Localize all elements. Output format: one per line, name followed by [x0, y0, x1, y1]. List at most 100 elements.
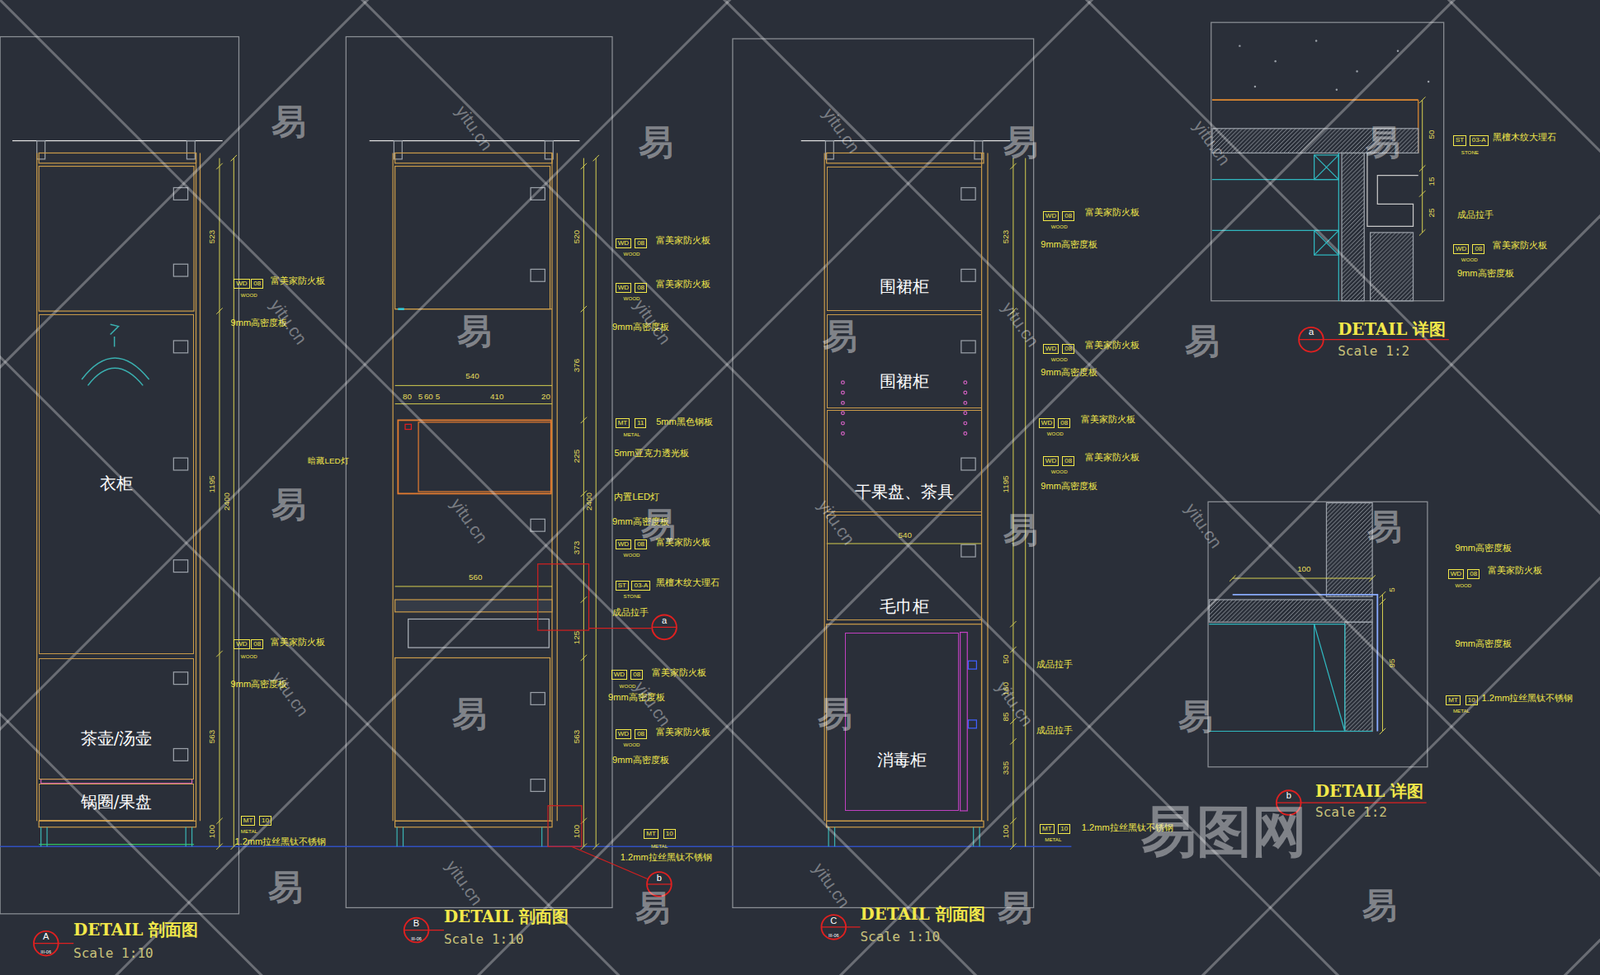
compartment-label: 锅圈/果盘	[80, 793, 153, 812]
spec-tag: WD	[1448, 569, 1464, 580]
compartment-label: 毛巾柜	[879, 598, 930, 617]
spec-tag: MT	[240, 816, 256, 826]
watermark: 易	[1362, 888, 1398, 924]
dimension: 225	[572, 449, 581, 463]
spec-tag: ST	[1453, 135, 1467, 146]
sheet-number: III-06	[410, 937, 422, 943]
spec-tag: WD	[1038, 418, 1055, 429]
watermark: yitu.cn	[631, 678, 675, 730]
material-code: WOOD	[240, 292, 258, 298]
material-note: 黑檀木纹大理石	[1492, 132, 1557, 142]
watermark: 易	[1003, 513, 1039, 548]
dimension: 1195	[207, 476, 217, 494]
cabinet-a	[12, 141, 237, 850]
spec-tag: 08	[1061, 456, 1075, 467]
watermark: 易	[822, 319, 858, 354]
spec-tag: 11	[634, 418, 647, 429]
material-note: 成品拉手	[1036, 660, 1073, 670]
dimension: 80	[402, 392, 412, 402]
watermark: 易	[817, 697, 853, 732]
cabinet-compartment: 衣柜	[38, 314, 194, 655]
dimension: 100	[207, 825, 217, 839]
light-note: 暗藏LED灯	[307, 457, 349, 466]
material-note: 富美家防火板	[270, 637, 326, 647]
material-note: 富美家防火板	[1487, 566, 1543, 576]
material-code: WOOD	[1051, 224, 1068, 230]
dimension: 540	[465, 372, 479, 381]
spec-tag: WD	[1453, 244, 1469, 255]
cabinet-compartment: 锅圈/果盘	[38, 783, 194, 822]
callout-letter: C	[830, 916, 837, 926]
detail-title: DETAIL 详图	[1315, 783, 1424, 801]
watermark: yitu.cn	[1190, 117, 1234, 169]
watermark: yitu.cn	[453, 102, 496, 154]
spec-tag: 10	[1057, 824, 1071, 835]
dimension: 523	[1001, 230, 1011, 244]
material-note: 富美家防火板	[1085, 207, 1140, 218]
material-note: 富美家防火板	[656, 279, 711, 289]
material-note: 9mm高密度板	[1040, 481, 1098, 491]
spec-tag: 03-A	[631, 580, 651, 591]
material-note: 9mm高密度板	[1454, 639, 1512, 649]
dimension: 5	[1387, 587, 1397, 593]
callout-letter: b	[656, 873, 662, 883]
compartment-label: 衣柜	[99, 475, 133, 494]
watermark: 易	[1178, 699, 1213, 735]
spec-tag: 08	[1061, 211, 1075, 222]
watermark: 易	[1367, 509, 1402, 545]
spec-tag: WD	[615, 539, 632, 550]
cabinet-compartment: 干果盘、茶具	[826, 410, 982, 513]
dimension: 50	[1001, 654, 1011, 664]
compartment-label: 干果盘、茶具	[854, 483, 954, 502]
material-code: WOOD	[623, 251, 641, 257]
spec-tag: 10	[1465, 695, 1478, 706]
watermark: 易	[452, 697, 487, 732]
scale-note: Scale 1:10	[443, 933, 524, 947]
dimension: 20	[541, 392, 551, 402]
watermark: yitu.cn	[448, 495, 491, 547]
detail-title: DETAIL 剖面图	[73, 922, 199, 940]
dimension: 25	[1427, 208, 1436, 218]
spec-tag: 08	[634, 729, 647, 740]
watermark: yitu.cn	[810, 859, 854, 911]
material-note: 富美家防火板	[1085, 453, 1140, 463]
dimension: 100	[1297, 565, 1311, 574]
watermark: 易	[1365, 125, 1401, 161]
detail-a-section	[1212, 39, 1430, 302]
watermark: yitu.cn	[993, 678, 1037, 730]
dimension: 1195	[1001, 476, 1011, 494]
material-note: 富美家防火板	[1085, 340, 1140, 350]
dimension: 125	[572, 631, 581, 645]
material-code: WOOD	[1051, 469, 1068, 475]
material-note: 5mm黑色钢板	[656, 417, 713, 427]
spec-tag: 08	[630, 670, 643, 680]
spec-tag: WD	[1043, 211, 1059, 222]
material-code: STONE	[623, 594, 642, 600]
watermark: yitu.cn	[815, 496, 859, 548]
sheet-number: III-06	[828, 934, 840, 940]
watermark: yitu.cn	[631, 296, 675, 348]
detail-b-section	[1208, 503, 1386, 736]
material-code: WOOD	[1461, 257, 1478, 263]
spec-tag: 03-A	[1469, 135, 1489, 146]
material-code: STONE	[1461, 150, 1479, 156]
spec-tag: 08	[1057, 418, 1071, 429]
dimension: 523	[207, 230, 217, 244]
material-note: 1.2mm拉丝黑钛不锈钢	[620, 853, 713, 863]
callout-letter: a	[661, 617, 667, 627]
material-note: 成品拉手	[612, 608, 649, 618]
watermark: yitu.cn	[1182, 500, 1226, 552]
material-note: 成品拉手	[1036, 726, 1073, 736]
scale-note: Scale 1:10	[859, 930, 940, 944]
material-note: 1.2mm拉丝黑钛不锈钢	[234, 837, 326, 847]
watermark: 易图网	[1141, 803, 1308, 859]
spec-tag: WD	[611, 670, 628, 680]
sheet-frames	[0, 22, 1445, 915]
compartment-label: 围裙柜	[879, 372, 930, 392]
detail-title: DETAIL 详图	[1337, 321, 1446, 339]
watermark: yitu.cn	[999, 298, 1043, 350]
dimension: 60	[424, 392, 434, 402]
material-note: 9mm高密度板	[612, 755, 670, 765]
